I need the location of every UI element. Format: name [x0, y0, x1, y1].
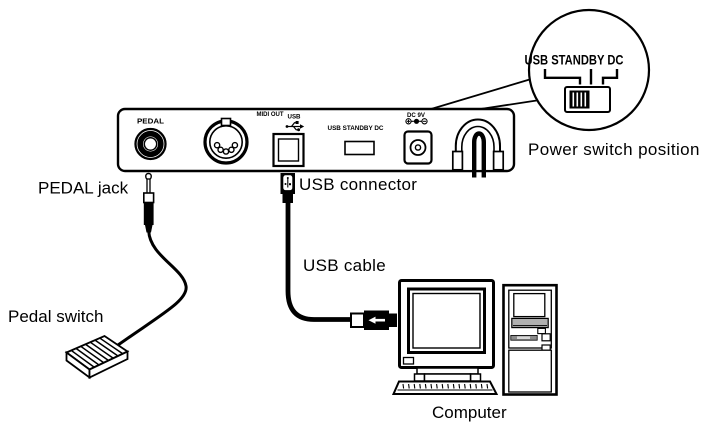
pedal-switch-icon [64, 334, 130, 380]
usb-trident-icon [285, 121, 305, 132]
dc-jack: DC 9V [403, 112, 433, 165]
panel-usb-label: USB [288, 114, 302, 121]
panel-midi-out-label: MIDI OUT [257, 111, 284, 118]
cord-hook [451, 118, 505, 178]
usb-a-plug-icon [350, 310, 397, 330]
panel-dc-label: DC 9V [407, 112, 426, 119]
pedal-switch-label: Pedal switch [8, 307, 103, 326]
usb-cable [285, 202, 352, 322]
computer-label: Computer [432, 403, 507, 422]
midi-pins [213, 141, 239, 155]
rear-panel: PEDAL MIDI OUT USB [116, 107, 516, 178]
callout-bracket [543, 69, 619, 85]
panel-power-switch-label: USB STANDBY DC [328, 125, 385, 132]
usb-b-plug-icon [280, 173, 295, 203]
power-cord [472, 131, 486, 178]
callout-positions-label: USB STANDBY DC [525, 53, 624, 68]
power-switch-position-caption: Power switch position [528, 140, 700, 159]
tower-icon [502, 283, 558, 396]
monitor-icon [398, 279, 495, 382]
pedal-cable [117, 230, 188, 347]
usb-port: USB [272, 114, 305, 168]
power-switch-callout: USB STANDBY DC [525, 8, 651, 132]
panel-pedal-label: PEDAL [137, 119, 165, 126]
pedal-jack-port: PEDAL [134, 119, 167, 161]
midi-out-port: MIDI OUT [203, 111, 284, 165]
polarity-icon [405, 118, 428, 125]
usb-connector-label: USB connector [299, 175, 417, 194]
phone-plug-icon [143, 172, 155, 233]
pedal-jack-label: PEDAL jack [38, 179, 129, 198]
callout-switch-icon [564, 86, 611, 113]
computer-illustration [391, 279, 558, 396]
power-switch: USB STANDBY DC [328, 125, 385, 156]
keyboard-icon [391, 380, 499, 395]
usb-cable-label: USB cable [303, 256, 386, 275]
